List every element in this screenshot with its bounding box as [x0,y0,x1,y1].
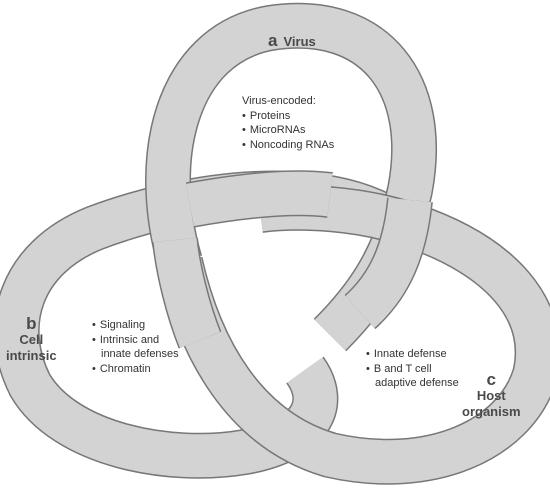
cell-details: Signaling Intrinsic and innate defenses … [92,318,179,376]
host-list: Innate defense B and T cell adaptive def… [366,347,459,391]
cell-title-line2: intrinsic [6,348,57,363]
host-title-line2: organism [462,404,521,419]
cell-letter: b [26,314,37,333]
knot-crossing-left [152,237,222,349]
cell-title-line1: Cell [19,332,44,347]
cell-item: Intrinsic and [92,333,179,348]
virus-item: MicroRNAs [242,123,334,138]
cell-heading: b Cell intrinsic [6,314,57,364]
virus-heading: a Virus [268,31,316,50]
host-item: B and T cell [366,362,459,377]
virus-item: Noncoding RNAs [242,138,334,153]
knot-strand-host-loop [157,184,550,485]
virus-details: Virus-encoded: Proteins MicroRNAs Noncod… [242,94,334,152]
virus-intro: Virus-encoded: [242,95,316,107]
host-item: Innate defense [366,347,459,362]
cell-list: Signaling Intrinsic and innate defenses … [92,318,179,376]
host-title-line1: Host [476,388,506,403]
virus-item: Proteins [242,109,334,124]
cell-item: Signaling [92,318,179,333]
cell-item: Chromatin [92,362,179,377]
host-item: adaptive defense [375,377,459,389]
virus-letter: a [268,31,278,50]
host-heading: c Host organism [462,370,521,420]
host-letter: c [486,370,496,389]
knot-crossing-right [344,197,433,330]
cell-item: innate defenses [101,348,179,360]
knot-crossing-top [185,170,333,228]
virus-title: Virus [283,34,316,49]
virus-list: Proteins MicroRNAs Noncoding RNAs [242,109,334,153]
host-details: Innate defense B and T cell adaptive def… [366,347,459,391]
